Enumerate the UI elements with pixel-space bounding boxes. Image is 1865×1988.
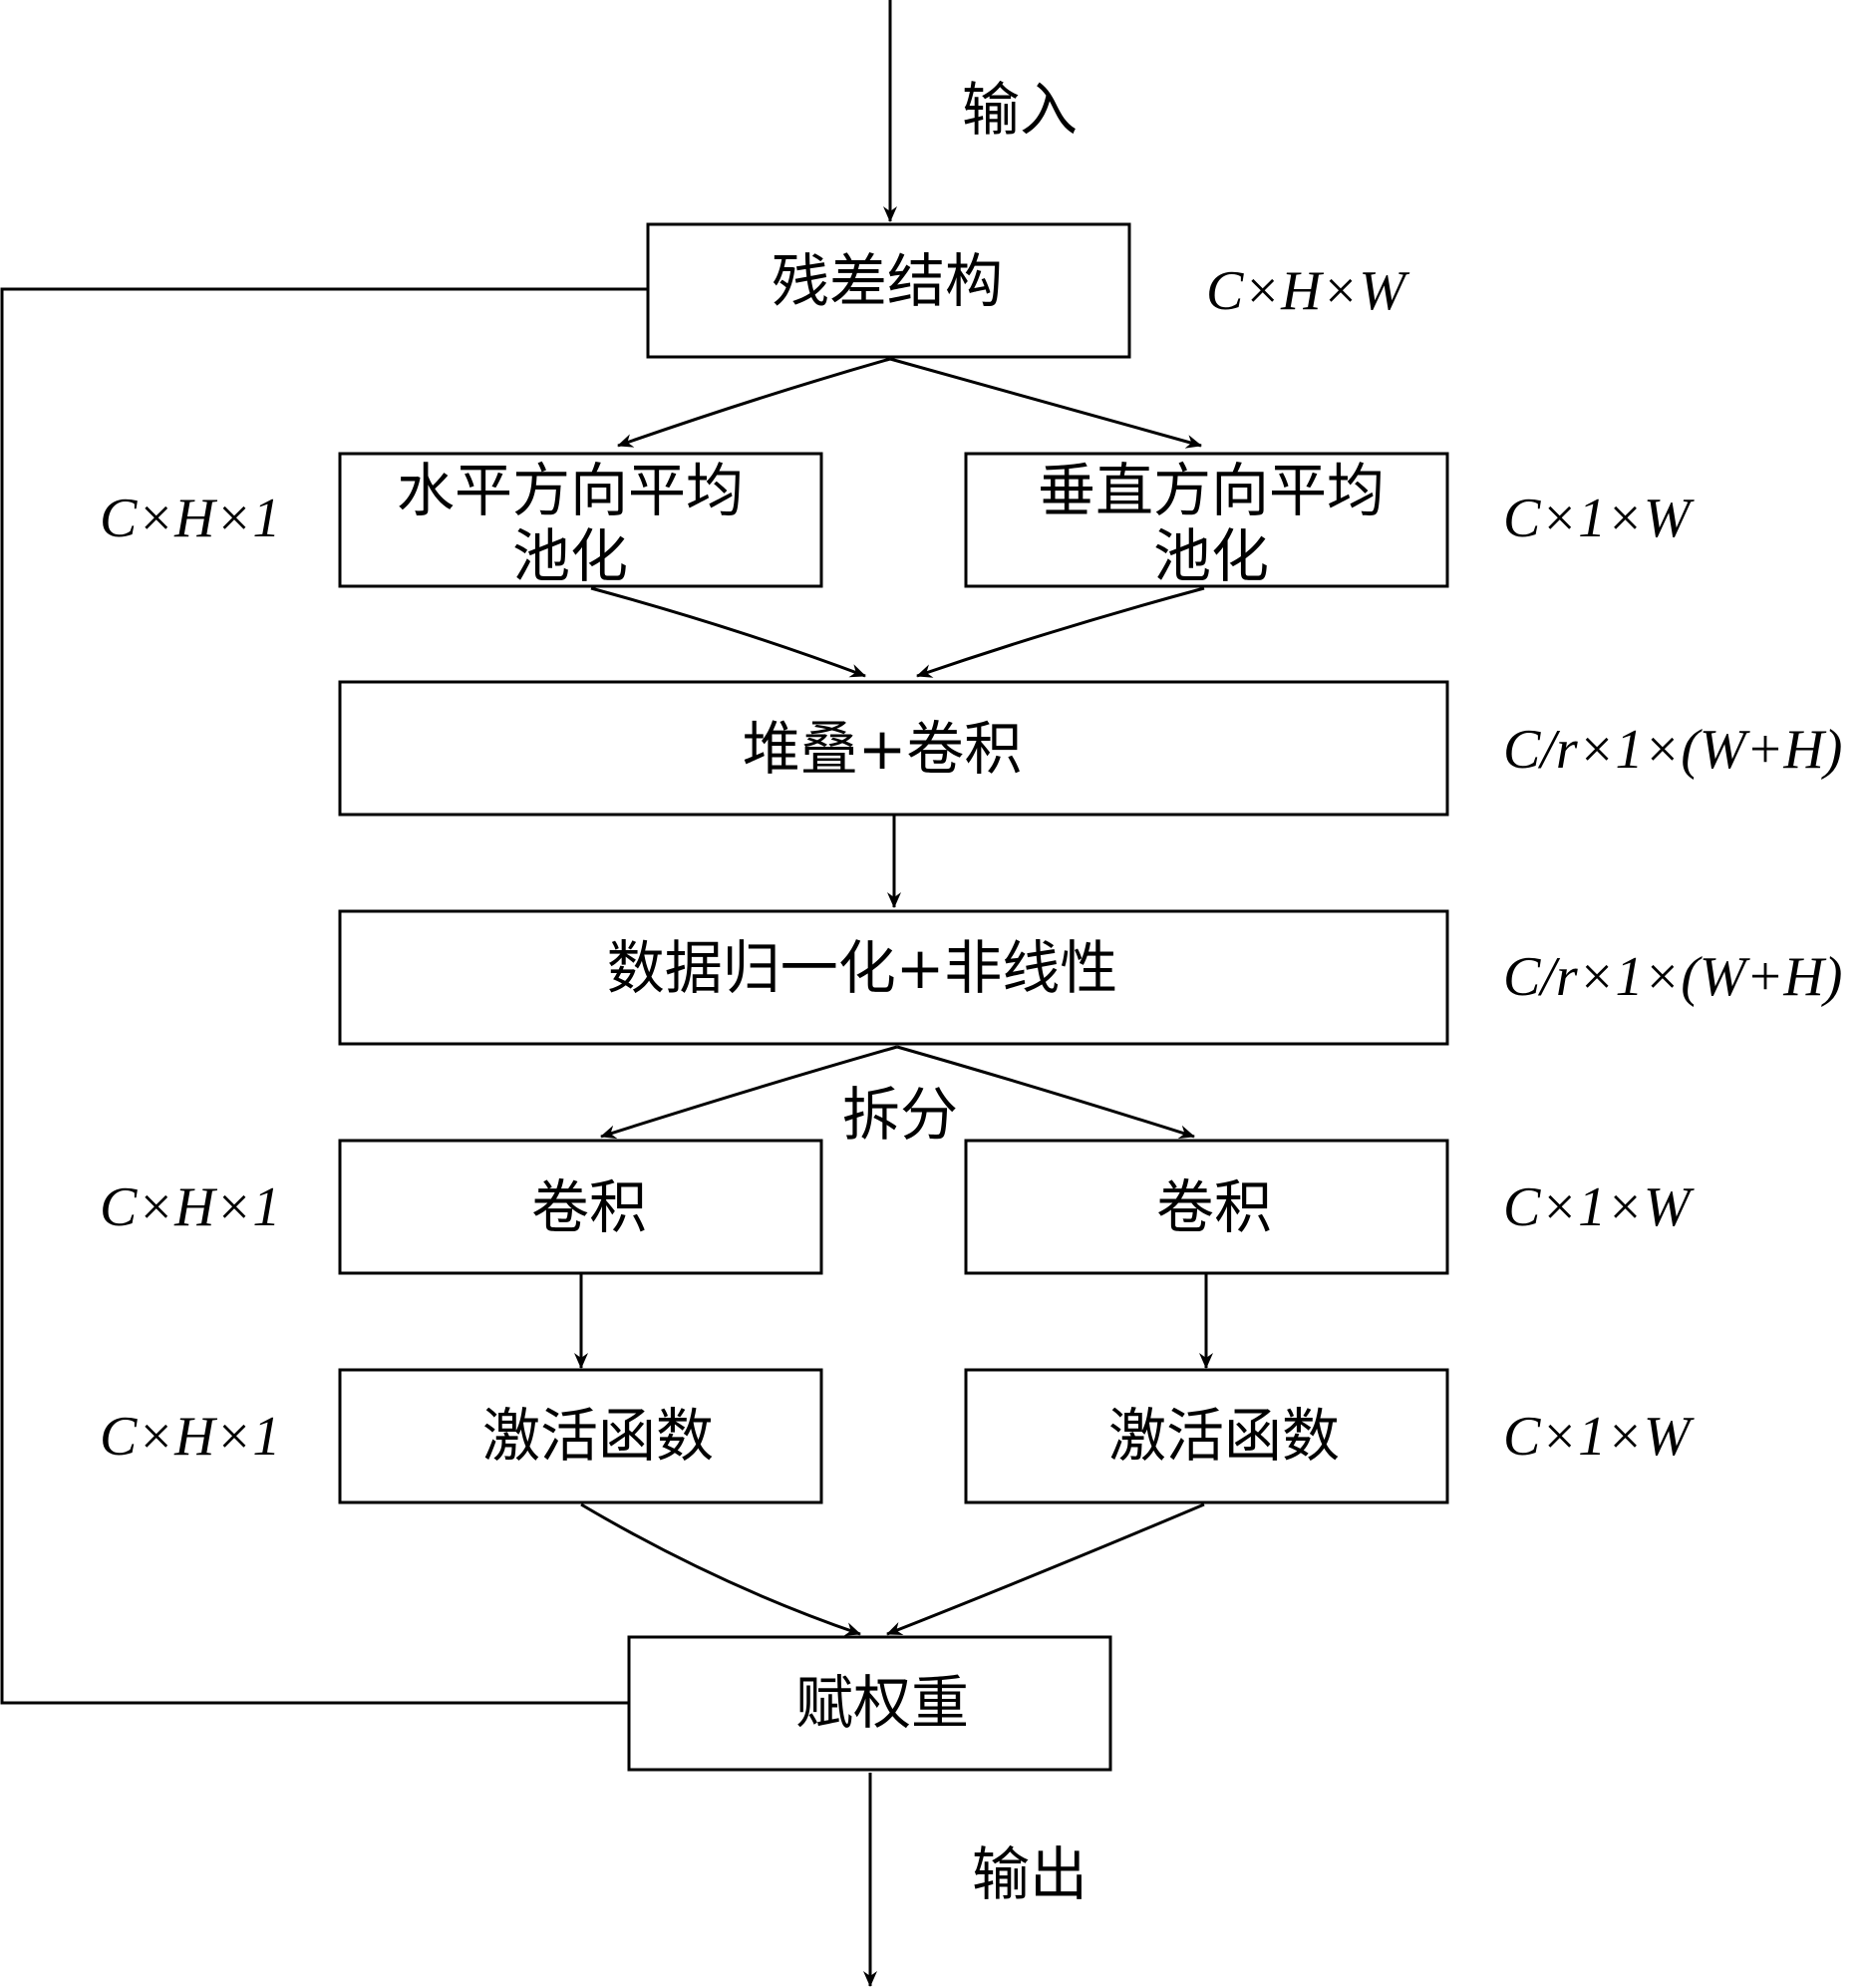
arrow-hpool-to-stack (590, 586, 866, 678)
weight-box (627, 1635, 1112, 1772)
v-pool-label-line2: 池化 (1153, 522, 1269, 590)
act-left-label: 激活函数 (482, 1402, 714, 1470)
conv-right-label: 卷积 (1156, 1173, 1272, 1241)
dim-residual: C×H×W (1206, 260, 1409, 322)
norm-label: 数据归一化+非线性 (607, 934, 1118, 1002)
h-pool-label-line1: 水平方向平均 (397, 457, 744, 524)
v-pool-label-line1: 垂直方向平均 (1038, 457, 1385, 524)
h-pool-box (338, 452, 823, 588)
arrow-residual-to-vpool (889, 357, 1202, 449)
skip-connection-line (0, 287, 648, 1705)
arrow-vpool-to-stack (916, 586, 1205, 678)
dim-v-pool: C×1×W (1503, 488, 1695, 549)
h-pool-label-line2: 池化 (512, 522, 628, 590)
dim-act-right: C×1×W (1503, 1406, 1695, 1468)
v-pool-box (964, 452, 1449, 588)
dim-norm: C/r×1×(W+H) (1503, 946, 1842, 1008)
arrow-residual-to-hpool (617, 357, 891, 448)
arrow-act-right-to-weight (886, 1502, 1205, 1636)
conv-right-box (964, 1139, 1449, 1275)
arrow-norm-to-conv-left (600, 1045, 898, 1140)
output-label: 输出 (972, 1840, 1088, 1908)
dim-h-pool: C×H×1 (100, 488, 280, 549)
split-label: 拆分 (842, 1081, 958, 1149)
act-right-box (964, 1368, 1449, 1504)
conv-left-label: 卷积 (531, 1173, 647, 1241)
dim-stack-conv: C/r×1×(W+H) (1503, 719, 1842, 781)
residual-label: 残差结构 (772, 247, 1003, 315)
dim-conv-right: C×1×W (1503, 1176, 1695, 1238)
residual-box (646, 222, 1131, 359)
norm-box (338, 909, 1449, 1046)
conv-left-box (338, 1139, 823, 1275)
arrow-act-left-to-weight (580, 1502, 861, 1636)
arrow-norm-to-conv-right (896, 1045, 1195, 1140)
input-label: 输入 (962, 76, 1078, 144)
act-right-label: 激活函数 (1108, 1402, 1340, 1470)
stack-conv-label: 堆叠+卷积 (743, 715, 1023, 783)
dim-conv-left: C×H×1 (100, 1176, 280, 1238)
stack-conv-box (338, 680, 1449, 817)
weight-label: 赋权重 (795, 1669, 969, 1737)
dim-act-left: C×H×1 (100, 1406, 280, 1468)
act-left-box (338, 1368, 823, 1504)
